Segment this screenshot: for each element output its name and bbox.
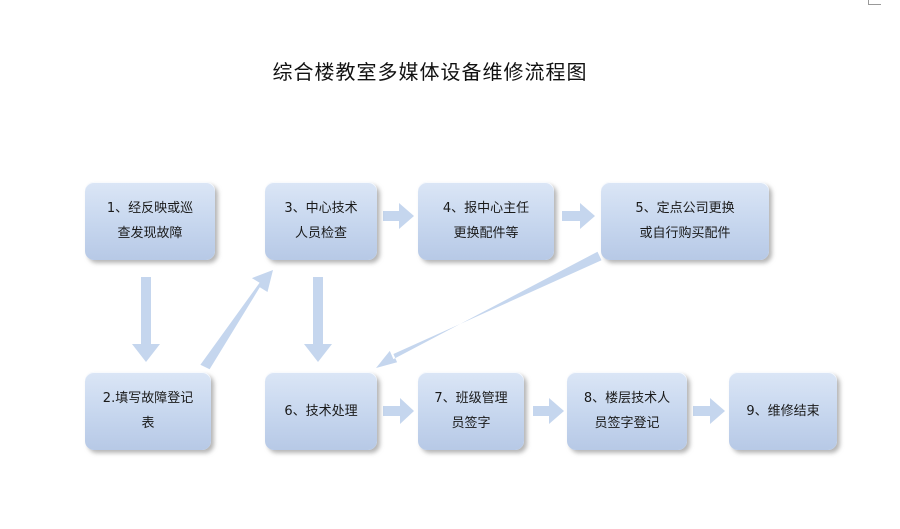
arrow-6-to-7 (383, 398, 414, 424)
step-3-box: 3、中心技术 人员检查 (265, 182, 377, 260)
arrow-7-to-8 (533, 398, 564, 424)
diagram-title: 综合楼教室多媒体设备维修流程图 (272, 60, 588, 84)
step-6-box: 6、技术处理 (265, 372, 377, 450)
arrow-4-to-5 (562, 203, 595, 229)
step-5-box: 5、定点公司更换 或自行购买配件 (601, 182, 769, 260)
step-8-box: 8、楼层技术人 员签字登记 (567, 372, 687, 450)
arrow-5-to-6 (376, 251, 602, 368)
step-2-box: 2.填写故障登记 表 (85, 372, 211, 450)
step-7-box: 7、班级管理 员签字 (418, 372, 524, 450)
step-4-box: 4、报中心主任 更换配件等 (418, 182, 554, 260)
arrow-3-to-6 (304, 277, 332, 362)
arrow-3-to-4 (383, 203, 414, 229)
page-corner-mark (868, 0, 881, 5)
step-9-box: 9、维修结束 (729, 372, 837, 450)
arrow-8-to-9 (693, 398, 725, 424)
arrow-2-to-3 (200, 270, 273, 370)
step-1-box: 1、经反映或巡 查发现故障 (85, 182, 215, 260)
arrow-1-to-2 (132, 277, 160, 362)
